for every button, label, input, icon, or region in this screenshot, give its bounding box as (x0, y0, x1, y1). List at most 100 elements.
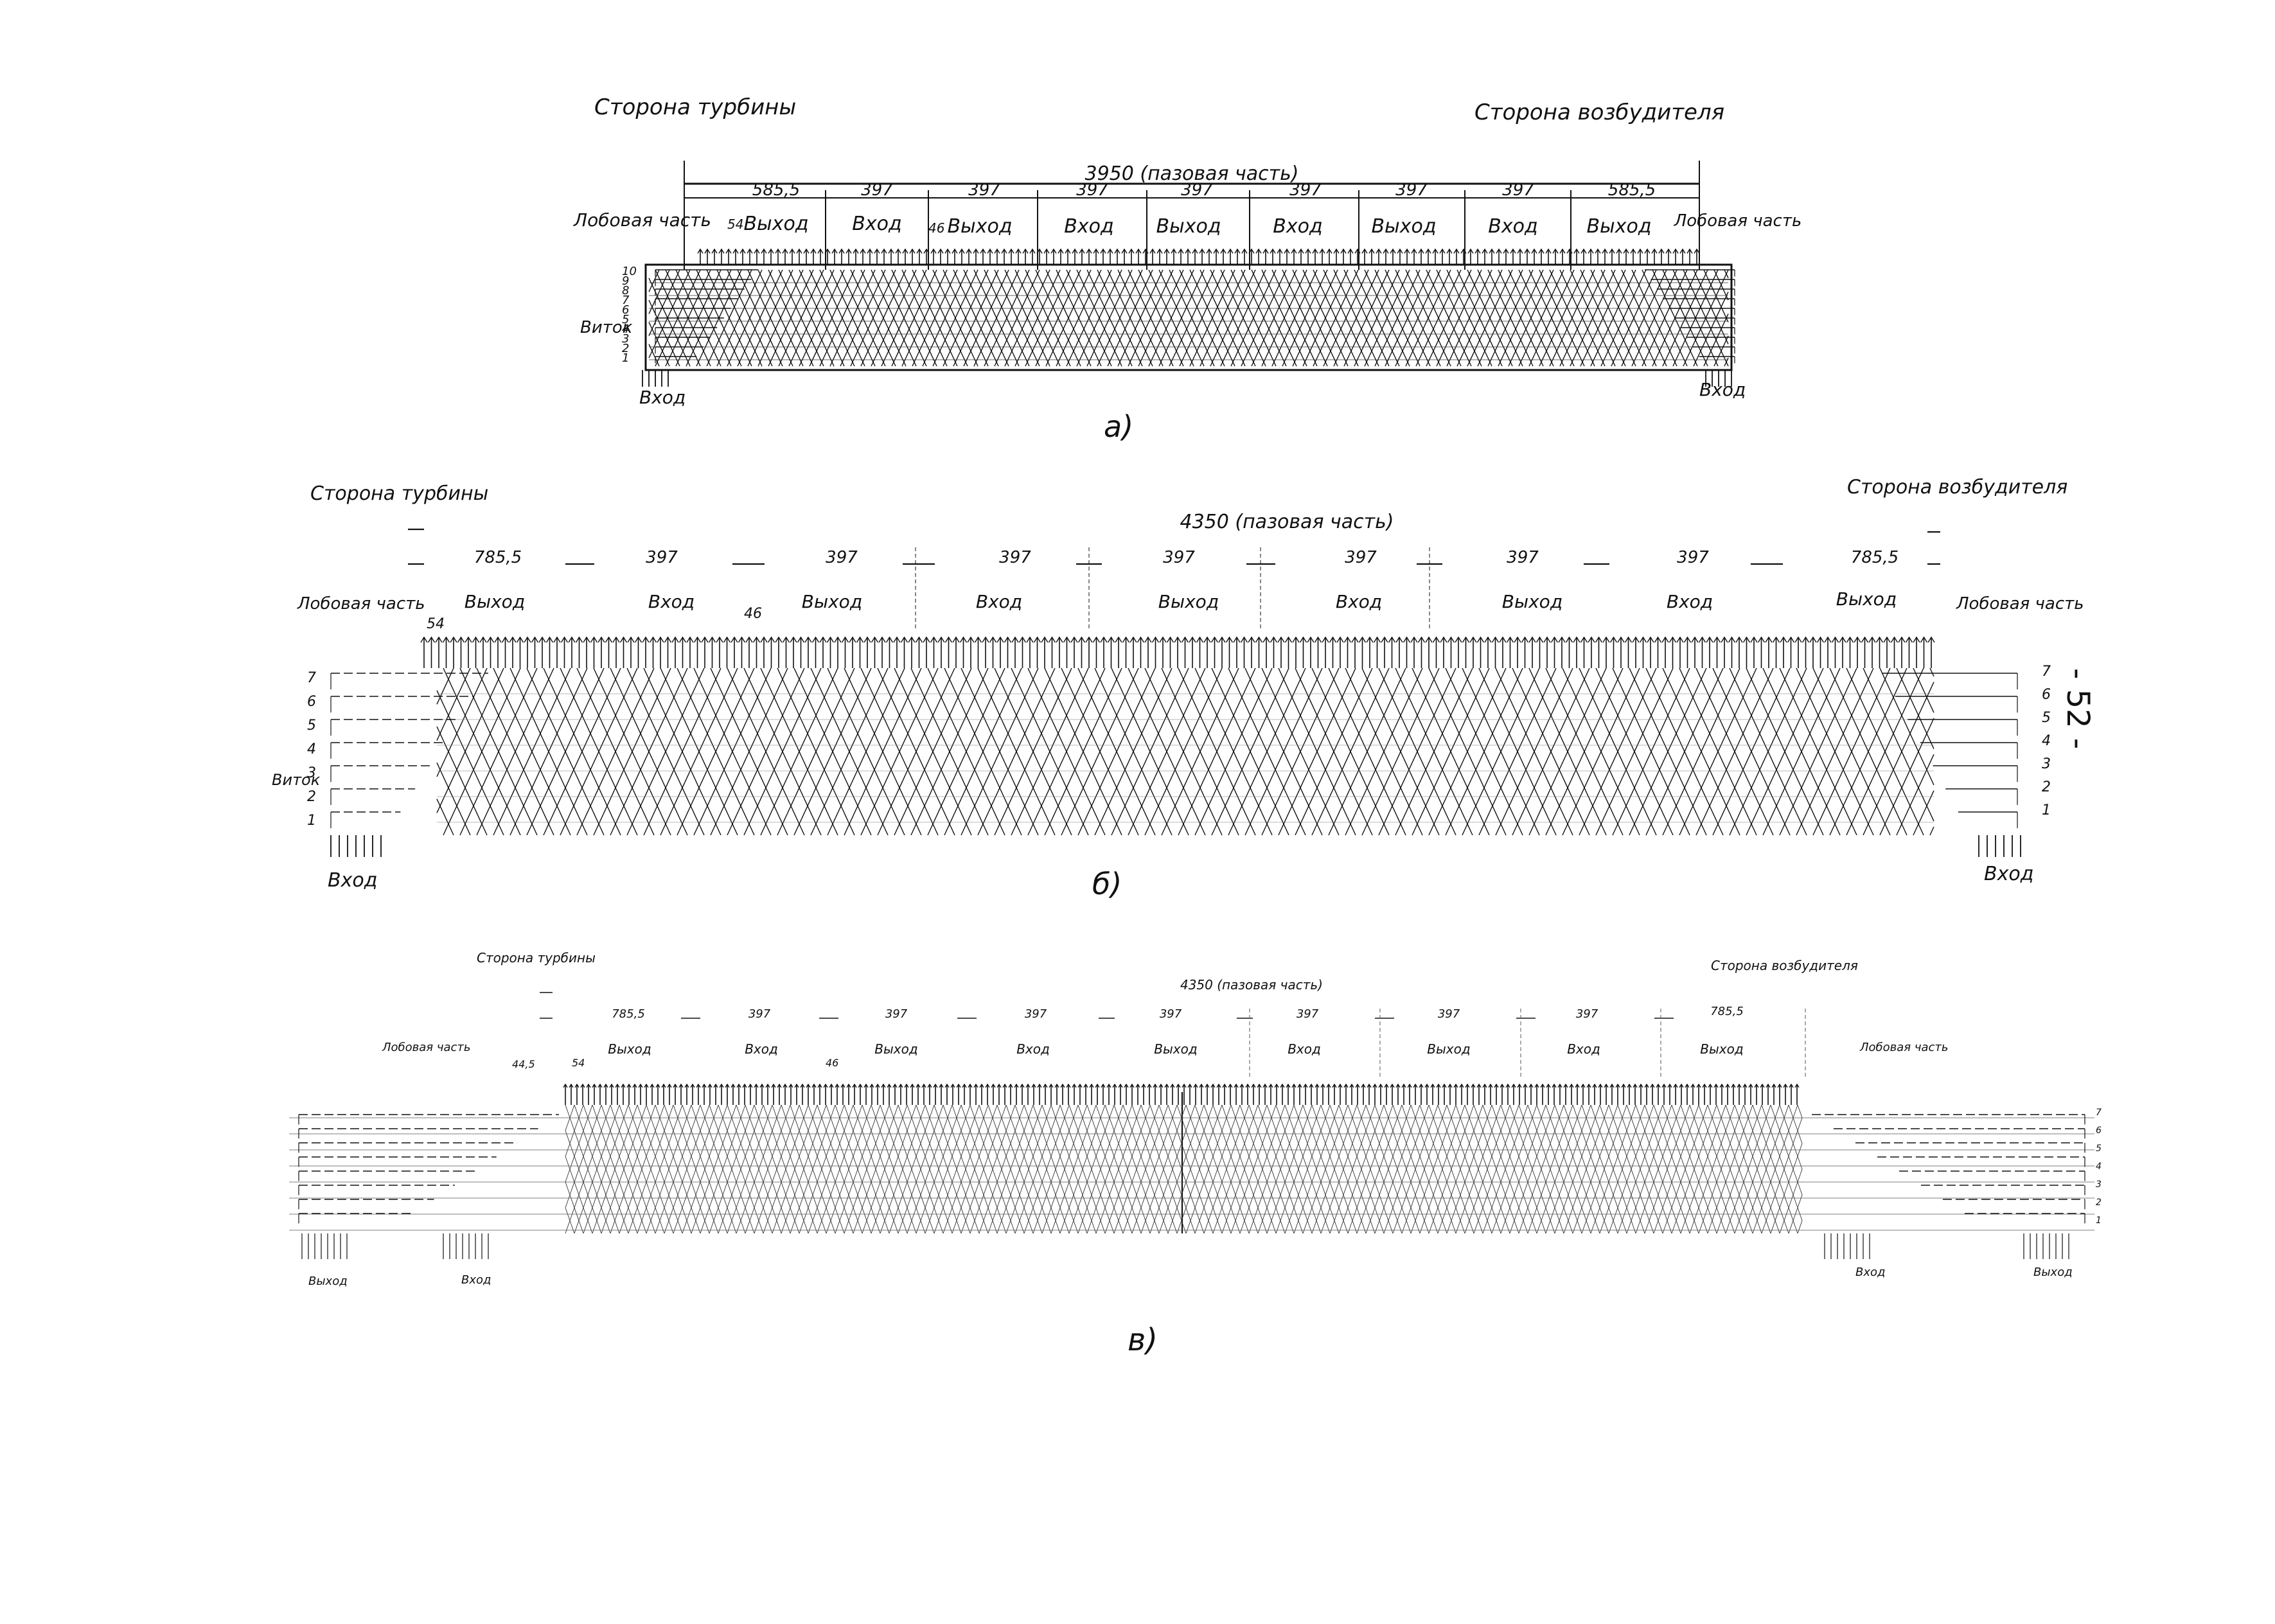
hatch-line (757, 269, 804, 367)
flow-outlet-label: Выход (743, 213, 808, 235)
air-flow-arrowhead (966, 248, 972, 254)
hatch-line (943, 269, 989, 367)
hatch-line (1549, 269, 1595, 367)
air-flow-arrowhead (909, 248, 916, 254)
flow-outlet-label: Выход (1586, 215, 1651, 238)
air-flow-arrowhead (1086, 248, 1092, 254)
air-flow-arrowhead (1089, 1083, 1094, 1088)
hatch-line (1203, 1104, 1250, 1234)
hatch-line (747, 269, 793, 367)
air-flow-arrowhead (1489, 248, 1495, 254)
air-flow-arrowhead (1354, 248, 1361, 254)
air-flow-arrowhead (1320, 1083, 1325, 1088)
turn-number: 4 (622, 322, 629, 336)
hatch-line (1482, 1104, 1528, 1234)
air-flow-arrowhead (860, 248, 866, 254)
air-flow-arrowhead (1517, 248, 1523, 254)
air-flow-arrowhead (516, 636, 524, 643)
inlet-label-left: Вход (328, 869, 377, 892)
slot-winding-outline (644, 263, 1733, 371)
hatch-line (727, 1104, 773, 1234)
air-flow-arrowhead (1558, 636, 1566, 643)
air-flow-arrowhead (871, 636, 879, 643)
air-flow-arrowhead (1299, 636, 1307, 643)
hatch-line (1176, 1104, 1223, 1234)
air-flow-arrowhead (1008, 1083, 1013, 1088)
hatch-line (1278, 667, 1356, 836)
air-flow-arrowhead (1494, 1083, 1499, 1088)
air-flow-arrowhead (644, 1083, 649, 1088)
air-flow-arrowhead (1383, 248, 1389, 254)
hatch-line (880, 1104, 926, 1234)
hatch-line (1797, 1220, 1803, 1234)
air-flow-arrowhead (1395, 636, 1403, 643)
hatch-line (1343, 269, 1390, 367)
flow-outlet-label: Выход (802, 591, 862, 612)
air-flow-arrowhead (1011, 636, 1019, 643)
air-flow-arrowhead (1026, 636, 1034, 643)
air-flow-arrowhead (927, 1083, 932, 1088)
hatch-line (1138, 269, 1184, 367)
hatch-line (943, 1104, 989, 1234)
flow-outlet-label: Выход (608, 1041, 651, 1057)
hatch-line (1570, 269, 1616, 367)
hatch-line (778, 269, 824, 367)
flow-inlet-label: Вход (852, 213, 901, 235)
air-flow-arrowhead (1654, 636, 1662, 643)
air-flow-arrowhead (1750, 636, 1758, 643)
air-flow-arrowhead (1388, 636, 1396, 643)
air-flow-arrowhead (1413, 1083, 1418, 1088)
hatch-line (1282, 269, 1328, 367)
hatch-line (1563, 1104, 1609, 1234)
air-flow-arrowhead (1228, 1083, 1233, 1088)
air-flow-arrowhead (1661, 636, 1669, 643)
air-flow-arrowhead (1407, 1083, 1412, 1088)
air-flow-arrowhead (664, 636, 672, 643)
air-flow-arrowhead (1280, 1083, 1285, 1088)
air-flow-arrowhead (930, 636, 938, 643)
hatch-line (1374, 1104, 1421, 1234)
hatch-line (790, 1104, 836, 1234)
hatch-line (1680, 1104, 1726, 1234)
air-flow-arrowhead (1573, 636, 1580, 643)
hatch-line (436, 763, 471, 836)
air-flow-arrowhead (1178, 248, 1184, 254)
air-flow-arrowhead (1465, 1083, 1470, 1088)
air-flow-arrowhead (1106, 1083, 1111, 1088)
air-flow-arrowhead (1366, 636, 1374, 643)
air-flow-arrowhead (1305, 248, 1311, 254)
hatch-line (1117, 269, 1164, 367)
air-flow-arrowhead (1898, 636, 1906, 643)
slot-length-label: 3950 (пазовая часть) (1084, 163, 1298, 185)
hatch-line (1599, 1104, 1645, 1234)
air-flow-arrowhead (962, 1083, 967, 1088)
air-flow-arrowhead (1633, 1083, 1638, 1088)
air-flow-arrowhead (1521, 636, 1529, 643)
air-flow-arrowhead (852, 1083, 857, 1088)
air-flow-arrowhead (752, 636, 761, 643)
hatch-line (1662, 667, 1740, 836)
air-flow-arrowhead (1528, 636, 1536, 643)
air-flow-arrowhead (1698, 636, 1706, 643)
hatch-line (1140, 1104, 1187, 1234)
air-flow-arrowhead (1524, 248, 1530, 254)
air-flow-arrowhead (627, 636, 635, 643)
air-flow-arrowhead (869, 1083, 874, 1088)
flow-outlet-label: Выход (1836, 588, 1897, 610)
air-flow-arrowhead (1220, 248, 1226, 254)
air-flow-arrowhead (1575, 1083, 1580, 1088)
air-flow-arrowhead (1586, 1083, 1591, 1088)
air-flow-arrowhead (1245, 1083, 1250, 1088)
air-flow-arrowhead (1588, 248, 1594, 254)
hatch-line (1313, 269, 1359, 367)
air-flow-arrowhead (1257, 1083, 1262, 1088)
hatch-line (1179, 269, 1225, 367)
air-flow-arrowhead (1496, 248, 1502, 254)
hatch-line (1729, 667, 1807, 836)
hatch-line (1455, 1104, 1501, 1234)
air-flow-arrowhead (1333, 248, 1340, 254)
air-flow-arrowhead (759, 1083, 765, 1088)
air-flow-arrowhead (1690, 1083, 1695, 1088)
air-flow-arrowhead (1262, 1083, 1268, 1088)
air-flow-arrowhead (840, 1083, 845, 1088)
